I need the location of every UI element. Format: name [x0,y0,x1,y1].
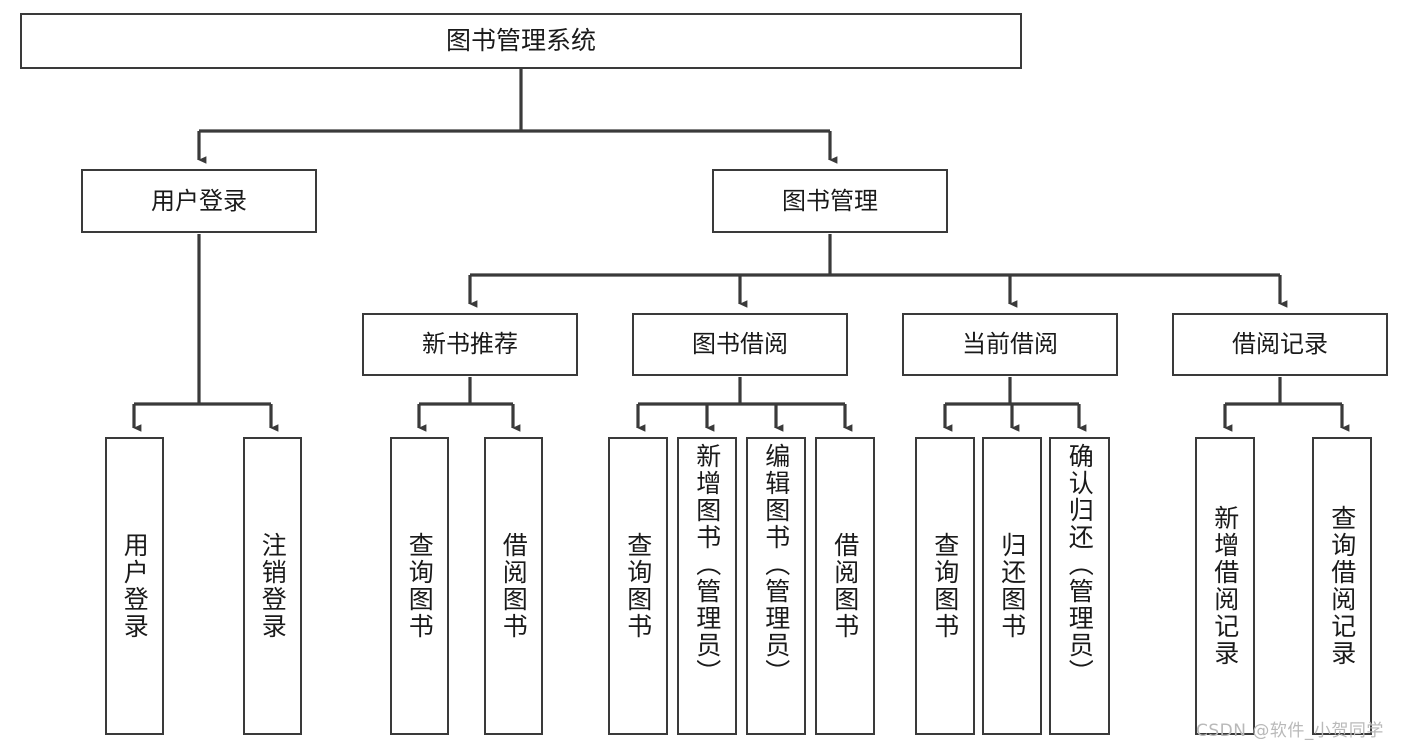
leaf-user-login-logout[interactable]: 注销登录 [243,437,302,735]
node-label: 新增借阅记录 [1210,505,1240,667]
leaf-current-return-book[interactable]: 归还图书 [982,437,1042,735]
node-label: 查询图书 [930,532,960,640]
node-label: 确认归还（管理员） [1065,443,1095,686]
node-borrow-record[interactable]: 借阅记录 [1172,313,1388,376]
leaf-current-query-book[interactable]: 查询图书 [915,437,975,735]
leaf-inner: 新增图书（管理员） [679,439,735,733]
csdn-watermark: CSDN @软件_小贺同学 [1196,721,1384,741]
leaf-inner: 查询图书 [392,439,447,733]
leaf-borrow-edit-book-admin[interactable]: 编辑图书（管理员） [746,437,806,735]
node-label: 注销登录 [258,532,288,640]
node-label: 用户登录 [120,532,150,640]
node-book-management[interactable]: 图书管理 [712,169,948,233]
leaf-inner: 注销登录 [245,439,300,733]
node-label: 当前借阅 [962,330,1058,359]
node-label: 图书管理系统 [445,26,596,56]
leaf-inner: 查询图书 [917,439,973,733]
leaf-borrow-borrow-book[interactable]: 借阅图书 [815,437,875,735]
leaf-record-query-record[interactable]: 查询借阅记录 [1312,437,1372,735]
node-label: 借阅图书 [499,532,529,640]
leaf-inner: 借阅图书 [817,439,873,733]
node-label: 图书借阅 [692,330,788,359]
node-label: 图书管理 [782,186,878,215]
node-label: 查询图书 [623,532,653,640]
node-label: 查询图书 [405,532,435,640]
leaf-borrow-query-book[interactable]: 查询图书 [608,437,668,735]
leaf-inner: 确认归还（管理员） [1051,439,1108,733]
leaf-user-login-login[interactable]: 用户登录 [105,437,164,735]
node-label: 新书推荐 [422,330,518,359]
leaf-inner: 查询图书 [610,439,666,733]
leaf-inner: 查询借阅记录 [1314,439,1370,733]
node-label: 归还图书 [997,532,1027,640]
node-root-system[interactable]: 图书管理系统 [20,13,1022,69]
leaf-recommend-query-book[interactable]: 查询图书 [390,437,449,735]
node-label: 查询借阅记录 [1327,505,1357,667]
leaf-inner: 借阅图书 [486,439,541,733]
leaf-inner: 归还图书 [984,439,1040,733]
leaf-inner: 新增借阅记录 [1197,439,1253,733]
node-label: 用户登录 [151,186,247,215]
leaf-inner: 编辑图书（管理员） [748,439,804,733]
leaf-borrow-add-book-admin[interactable]: 新增图书（管理员） [677,437,737,735]
leaf-record-add-record[interactable]: 新增借阅记录 [1195,437,1255,735]
node-book-borrow[interactable]: 图书借阅 [632,313,848,376]
node-label: 借阅图书 [830,532,860,640]
leaf-inner: 用户登录 [107,439,162,733]
node-label: 借阅记录 [1232,330,1328,359]
node-new-book-recommend[interactable]: 新书推荐 [362,313,578,376]
node-label: 新增图书（管理员） [692,443,722,686]
node-current-borrow[interactable]: 当前借阅 [902,313,1118,376]
node-user-login[interactable]: 用户登录 [81,169,317,233]
leaf-current-confirm-return-admin[interactable]: 确认归还（管理员） [1049,437,1110,735]
leaf-recommend-borrow-book[interactable]: 借阅图书 [484,437,543,735]
node-label: 编辑图书（管理员） [761,443,791,686]
